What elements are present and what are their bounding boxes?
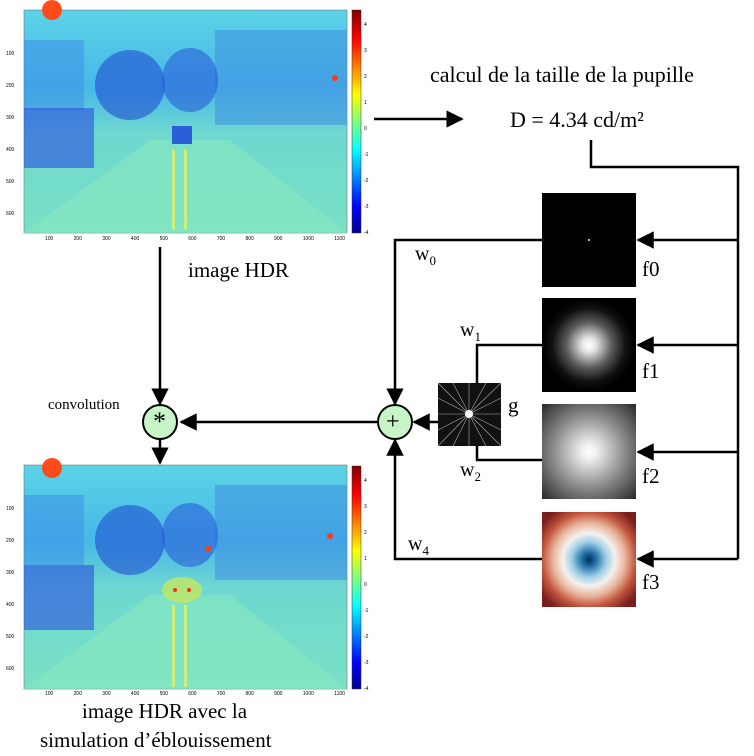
tick-label: -4: [364, 230, 369, 236]
tick-label: 500: [6, 634, 15, 640]
convolution-node: [142, 404, 178, 440]
tick-label: 600: [6, 211, 15, 217]
weight-w1: w1: [460, 319, 481, 345]
output-y-ticks: 100 200 300 400 500 600: [6, 493, 14, 685]
convolution-symbol: *: [153, 407, 166, 436]
tick-label: 400: [130, 691, 140, 697]
tick-label: 300: [102, 236, 111, 242]
tick-label: 0: [364, 126, 367, 132]
tick-label: 2: [364, 530, 367, 536]
tick-label: 400: [6, 602, 15, 608]
tick-label: 500: [6, 179, 15, 185]
sum-symbol: +: [386, 409, 400, 435]
tick-label: 200: [6, 83, 15, 89]
tick-label: 100: [6, 51, 15, 57]
filter-f0-image: [542, 193, 636, 287]
filter-f0-label: f0: [642, 257, 660, 281]
filter-f2-label: f2: [642, 464, 660, 488]
tick-label: 900: [274, 691, 283, 697]
tick-label: 200: [73, 691, 82, 697]
tick-label: 1100: [334, 236, 345, 242]
output-hdr-image: [23, 458, 348, 690]
tick-label: 100: [45, 236, 54, 242]
tick-label: 200: [6, 538, 15, 544]
tick-label: -1: [364, 152, 369, 158]
output-caption-line2: simulation d’éblouissement: [40, 728, 272, 752]
weight-index: 2: [474, 469, 481, 484]
tick-label: 400: [130, 236, 140, 242]
tick-label: -2: [364, 178, 369, 184]
tick-label: 300: [102, 691, 111, 697]
tick-label: 1100: [334, 691, 345, 697]
tick-label: 400: [6, 147, 15, 153]
tick-label: 1000: [302, 691, 314, 697]
tick-label: 1: [364, 100, 367, 106]
connectors: [151, 110, 740, 568]
pupil-title: calcul de la taille de la pupille: [430, 62, 694, 87]
tick-label: -3: [364, 660, 369, 666]
tick-label: 2: [364, 74, 367, 80]
tick-label: -1: [364, 608, 369, 614]
sum-node: [377, 404, 413, 440]
convolution-label: convolution: [48, 397, 120, 413]
tick-label: -3: [364, 204, 369, 210]
tick-label: 800: [245, 691, 254, 697]
input-y-ticks: 100 200 300 400 500 600: [6, 38, 14, 230]
tick-label: 900: [274, 236, 283, 242]
weight-index: 1: [474, 329, 481, 344]
filter-f1-image: [542, 298, 636, 392]
tick-label: 4: [364, 478, 367, 484]
tick-label: 100: [6, 506, 15, 512]
weight-index: 0: [429, 253, 436, 268]
glare-pattern-g-image: [437, 382, 502, 447]
input-colorbar-ticks: 4 3 2 1 0 -1 -2 -3 -4: [364, 12, 368, 246]
output-caption-line1: image HDR avec la: [82, 699, 248, 723]
tick-label: 700: [216, 691, 226, 697]
tick-label: 500: [159, 236, 168, 242]
tick-label: 100: [45, 691, 54, 697]
tick-label: 300: [6, 115, 15, 121]
pupil-value: D = 4.34 cd/m²: [510, 107, 644, 132]
tick-label: 800: [245, 236, 254, 242]
weight-symbol: w: [408, 533, 423, 555]
input-colorbar: [351, 9, 362, 234]
tick-label: 4: [364, 22, 367, 28]
tick-label: 600: [188, 236, 197, 242]
tick-label: 3: [364, 48, 367, 54]
weight-symbol: w: [460, 459, 475, 481]
weight-w0: w0: [415, 243, 436, 269]
weight-index: 4: [422, 543, 429, 558]
tick-label: 200: [73, 236, 82, 242]
tick-label: 300: [6, 570, 15, 576]
weight-symbol: w: [460, 319, 475, 341]
output-colorbar-ticks: 4 3 2 1 0 -1 -2 -3 -4: [364, 468, 368, 702]
tick-label: 3: [364, 504, 367, 510]
output-x-ticks: 100 200 300 400 500 600 700 800 900 1000…: [45, 691, 345, 697]
tick-label: 700: [216, 236, 226, 242]
filter-f1-label: f1: [642, 359, 660, 383]
input-caption: image HDR: [188, 258, 289, 282]
input-hdr-image: [23, 0, 348, 234]
tick-label: -4: [364, 686, 369, 692]
tick-label: 600: [188, 691, 197, 697]
filter-f2-image: [542, 404, 636, 499]
filter-f3-label: f3: [642, 570, 660, 594]
tick-label: -2: [364, 634, 369, 640]
tick-label: 0: [364, 582, 367, 588]
input-x-ticks: 100 200 300 400 500 600 700 800 900 1000…: [45, 236, 345, 242]
glare-g-label: g: [508, 393, 519, 417]
tick-label: 500: [159, 691, 168, 697]
tick-label: 1000: [302, 236, 314, 242]
weight-w4: w4: [408, 533, 429, 559]
filter-f3-image: [542, 512, 636, 607]
tick-label: 1: [364, 556, 367, 562]
weight-symbol: w: [415, 243, 430, 265]
tick-label: 600: [6, 666, 15, 672]
output-colorbar: [351, 465, 362, 690]
weight-w2: w2: [460, 459, 481, 485]
